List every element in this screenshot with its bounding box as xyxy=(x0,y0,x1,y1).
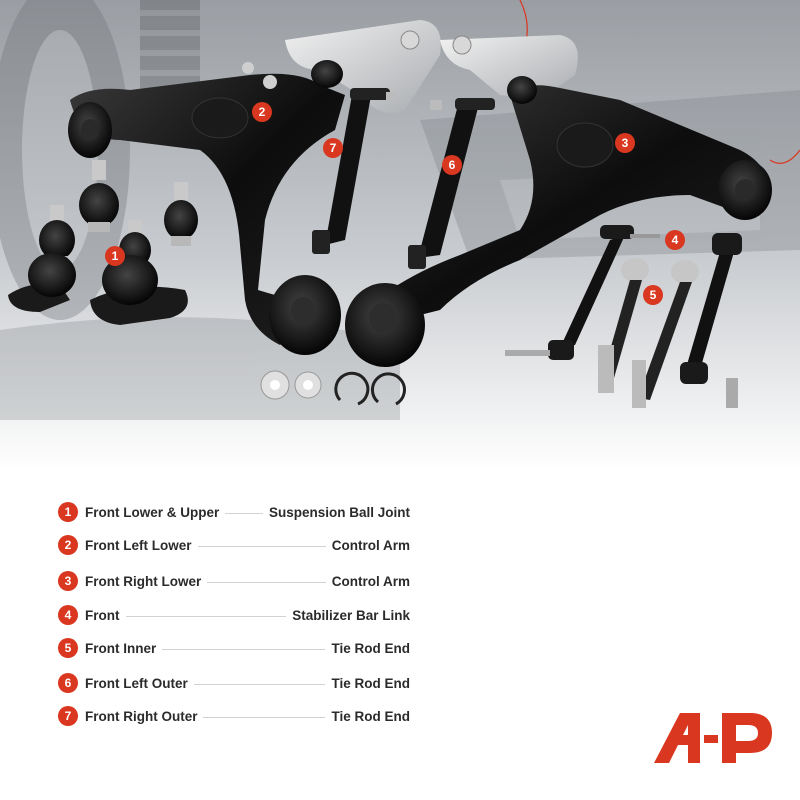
ball-joint xyxy=(164,182,198,246)
legend-position-label: Front Right Lower xyxy=(85,573,202,589)
outer-tie-rod-right xyxy=(312,88,396,254)
legend-part-label: Tie Rod End xyxy=(331,708,410,724)
ball-joint xyxy=(79,160,119,232)
legend-part-label: Tie Rod End xyxy=(331,640,410,656)
left-lower-control-arm xyxy=(68,60,345,355)
legend-number-badge: 4 xyxy=(58,605,78,625)
ball-joints xyxy=(8,160,198,325)
callout-badge-5: 5 xyxy=(643,285,663,305)
callout-badge-1: 1 xyxy=(105,246,125,266)
ball-joint-flanged xyxy=(8,253,76,312)
ball-joint-flanged xyxy=(90,255,188,325)
callout-badge-4: 4 xyxy=(665,230,685,250)
legend-position-label: Front xyxy=(85,607,120,623)
legend-number-badge: 6 xyxy=(58,673,78,693)
legend-row: 1 Front Lower & Upper Suspension Ball Jo… xyxy=(58,500,410,524)
legend-leader-line xyxy=(203,716,326,718)
hardware-washers xyxy=(260,370,406,406)
legend-leader-line xyxy=(193,683,326,685)
right-lower-control-arm xyxy=(345,76,772,367)
stabilizer-bar-links xyxy=(505,225,742,408)
legend-part-label: Suspension Ball Joint xyxy=(268,504,410,520)
callout-badge-6: 6 xyxy=(442,155,462,175)
legend-row: 3 Front Right Lower Control Arm xyxy=(58,569,410,593)
legend-leader-line xyxy=(197,545,326,547)
a-premium-logo-icon xyxy=(654,713,772,763)
legend-number-badge: 5 xyxy=(58,638,78,658)
legend-row: 4 Front Stabilizer Bar Link xyxy=(58,603,410,627)
legend-position-label: Front Lower & Upper xyxy=(85,504,220,520)
legend-part-label: Control Arm xyxy=(331,573,410,589)
legend-row: 2 Front Left Lower Control Arm xyxy=(58,533,410,557)
legend-position-label: Front Left Lower xyxy=(85,537,192,553)
legend-row: 5 Front Inner Tie Rod End xyxy=(58,636,410,660)
callout-badge-2: 2 xyxy=(252,102,272,122)
legend-leader-line xyxy=(207,581,326,583)
legend-number-badge: 3 xyxy=(58,571,78,591)
inner-tie-rods xyxy=(598,258,699,408)
legend-part-label: Control Arm xyxy=(331,537,410,553)
legend-part-label: Tie Rod End xyxy=(331,675,410,691)
legend-row: 7 Front Right Outer Tie Rod End xyxy=(58,704,410,728)
red-accent-line xyxy=(769,149,800,164)
legend-leader-line xyxy=(125,615,287,617)
legend-position-label: Front Left Outer xyxy=(85,675,188,691)
callout-badge-3: 3 xyxy=(615,133,635,153)
outer-tie-rod-left xyxy=(408,98,495,269)
legend-leader-line xyxy=(225,512,263,514)
legend-leader-line xyxy=(162,648,326,650)
legend-number-badge: 1 xyxy=(58,502,78,522)
legend-part-label: Stabilizer Bar Link xyxy=(292,607,410,623)
legend-position-label: Front Inner xyxy=(85,640,157,656)
legend-number-badge: 2 xyxy=(58,535,78,555)
silver-mount-right xyxy=(440,35,578,100)
legend-number-badge: 7 xyxy=(58,706,78,726)
legend-position-label: Front Right Outer xyxy=(85,708,198,724)
legend-row: 6 Front Left Outer Tie Rod End xyxy=(58,671,410,695)
callout-badge-7: 7 xyxy=(323,138,343,158)
